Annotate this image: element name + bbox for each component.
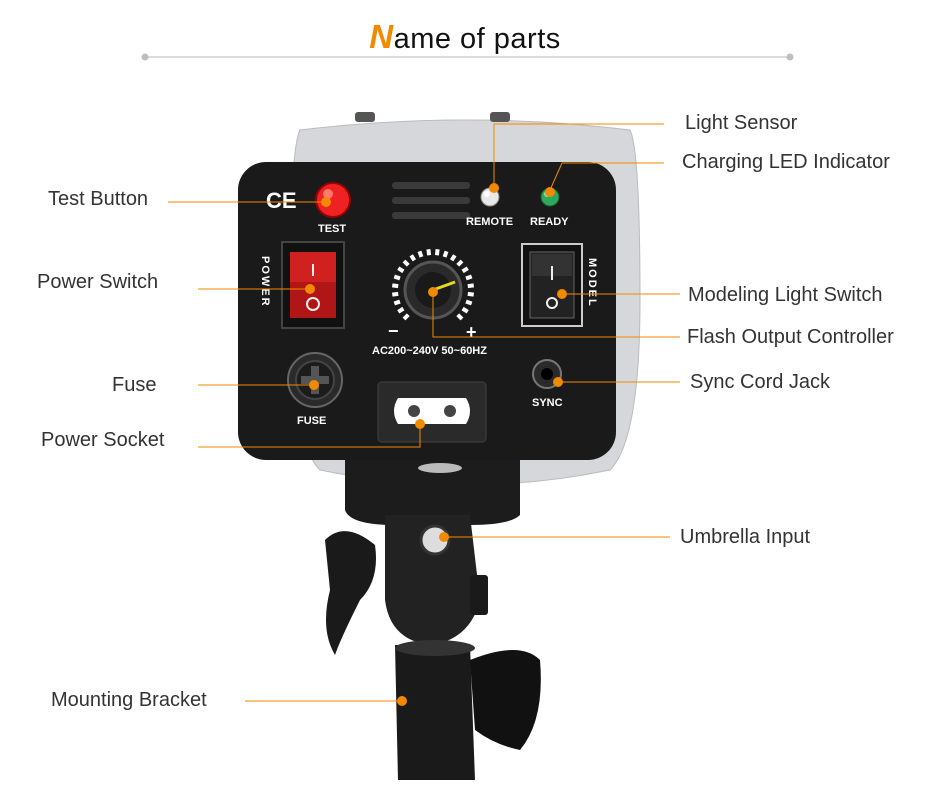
label-fuse: Fuse <box>112 374 157 396</box>
leader-power-socket <box>198 419 425 448</box>
ready-text: READY <box>530 216 569 228</box>
label-power-socket: Power Socket <box>41 429 165 451</box>
voltage-text: AC200~240V 50~60HZ <box>372 345 487 357</box>
dial-tick <box>426 249 432 256</box>
sync-text: SYNC <box>532 397 563 409</box>
label-charging-led-indicator: Charging LED Indicator <box>682 151 890 173</box>
dial-tick <box>465 299 473 306</box>
dial-tick <box>461 306 469 314</box>
remote-text: REMOTE <box>466 216 513 228</box>
label-power-switch: Power Switch <box>37 271 159 293</box>
dial-tick <box>434 249 440 256</box>
label-mounting-bracket: Mounting Bracket <box>51 689 207 711</box>
leader-fuse <box>198 380 319 390</box>
mounting-bracket <box>325 460 541 780</box>
model-text: MODEL <box>586 258 598 308</box>
title-initial: N <box>369 18 394 55</box>
plus-text: + <box>466 322 477 342</box>
label-modeling-light-switch: Modeling Light Switch <box>688 284 883 306</box>
fuse-text: FUSE <box>297 415 326 427</box>
fuse-holder[interactable] <box>287 352 343 408</box>
title-rest: ame of parts <box>393 23 561 55</box>
label-light-sensor: Light Sensor <box>685 112 798 134</box>
leader-umbrella-input <box>439 532 670 542</box>
label-umbrella-input: Umbrella Input <box>680 526 811 548</box>
power-text: POWER <box>259 256 271 308</box>
dial-tick <box>409 254 417 262</box>
dial-tick <box>397 266 405 274</box>
dial-tick <box>417 250 424 258</box>
leader-charging-led <box>545 162 664 197</box>
label-sync-cord-jack: Sync Cord Jack <box>690 371 831 393</box>
dial-tick <box>402 313 410 321</box>
title-rule <box>141 53 794 61</box>
label-flash-output-controller: Flash Output Controller <box>687 326 894 348</box>
leader-modeling-switch <box>557 289 680 299</box>
dial-tick <box>392 291 399 297</box>
dial-tick <box>467 283 474 289</box>
dial-tick <box>465 274 473 281</box>
dial-tick <box>397 306 405 314</box>
test-button[interactable] <box>315 182 351 218</box>
dial-tick <box>393 274 401 281</box>
dial-tick <box>456 259 464 267</box>
page-title: Name of parts <box>0 18 930 56</box>
dial-tick <box>456 313 464 321</box>
power-socket[interactable] <box>377 381 487 443</box>
leader-test-button <box>168 197 331 207</box>
minus-text: − <box>388 321 399 341</box>
dial-tick <box>461 266 469 274</box>
test-text: TEST <box>318 223 346 235</box>
dial-tick <box>392 283 399 289</box>
dial-tick <box>449 254 457 262</box>
dial-tick <box>393 299 401 306</box>
dial-tick <box>467 291 474 297</box>
modeling-light-switch[interactable] <box>521 243 583 327</box>
label-test-button: Test Button <box>48 188 149 210</box>
ce-mark: CE <box>266 188 297 213</box>
leader-power-switch <box>198 284 315 294</box>
dial-tick <box>442 250 449 258</box>
dial-tick <box>402 259 410 267</box>
leader-sync-jack <box>553 377 680 387</box>
leader-lines <box>168 123 680 706</box>
leader-flash-output <box>428 287 680 338</box>
leader-light-sensor <box>489 123 664 193</box>
leader-mounting-bracket <box>245 696 407 706</box>
